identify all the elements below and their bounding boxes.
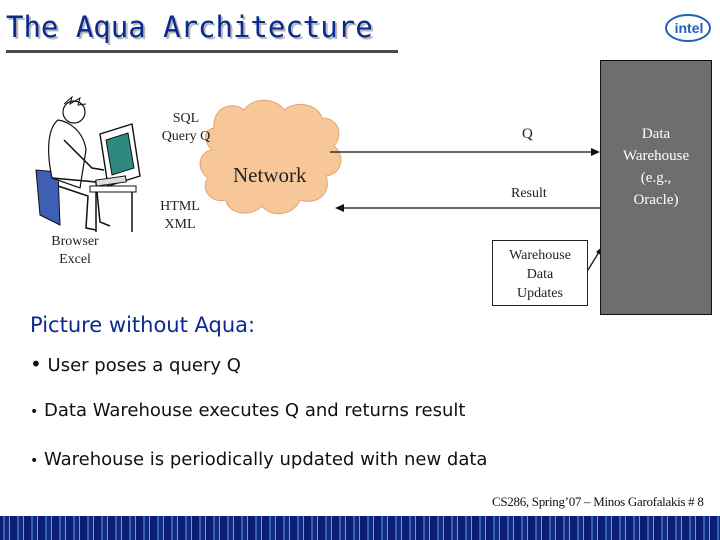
bullet-dot: •: [30, 352, 42, 376]
slide-footer: CS286, Spring’07 – Minos Garofalakis # 8: [492, 494, 704, 509]
update-arrow: [587, 251, 600, 271]
q-label: Q: [522, 126, 533, 142]
bullet-item-2: • Data Warehouse executes Q and returns …: [30, 400, 465, 421]
sql-query-label: SQL Query Q: [161, 111, 211, 144]
html-xml-label: HTML XML: [160, 199, 200, 232]
title-underline: [6, 50, 398, 53]
bullet-item-1: • User poses a query Q: [30, 352, 241, 376]
network-cloud: [199, 99, 342, 215]
bullet-dot: •: [30, 404, 39, 420]
intel-logo: intel: [665, 14, 711, 42]
user-computer-icon: [35, 95, 141, 232]
logo-text: intel: [675, 20, 704, 36]
slide-title: The Aqua Architecture: [6, 10, 373, 44]
result-label: Result: [511, 186, 547, 201]
bullet-text: Data Warehouse executes Q and returns re…: [44, 400, 466, 421]
data-warehouse-label: Data Warehouse (e.g., Oracle): [622, 126, 690, 208]
bullet-dot: •: [30, 453, 39, 469]
bullet-text: Warehouse is periodically updated with n…: [44, 449, 488, 470]
warehouse-updates-box: Warehouse Data Updates: [492, 240, 588, 306]
footer-decorative-bar: [0, 516, 720, 540]
bullet-item-3: • Warehouse is periodically updated with…: [30, 449, 487, 470]
client-label: Browser Excel: [51, 234, 99, 267]
section-heading: Picture without Aqua:: [30, 313, 256, 337]
network-label: Network: [233, 163, 307, 187]
bullet-text: User poses a query Q: [47, 355, 241, 376]
result-arrowhead: [335, 204, 344, 212]
data-warehouse-box: [600, 60, 712, 315]
query-arrowhead: [591, 148, 600, 156]
